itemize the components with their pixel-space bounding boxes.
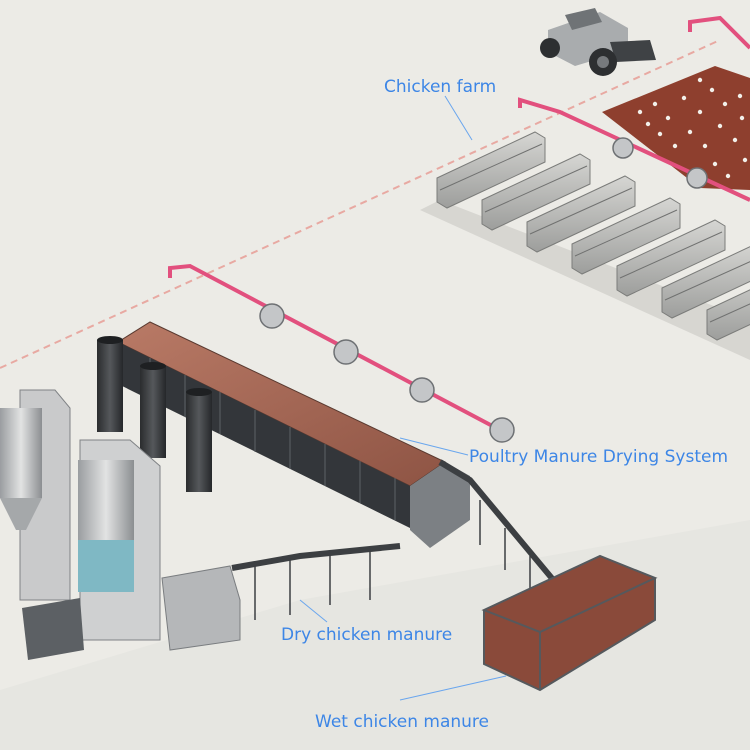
chicken-yard <box>602 66 750 190</box>
exhaust-stacks <box>97 336 212 492</box>
pipe-fans <box>259 137 708 443</box>
label-drying-system: Poultry Manure Drying System <box>469 447 728 467</box>
wet-manure-bin <box>481 554 658 692</box>
drying-bed <box>116 321 470 548</box>
label-dry-manure: Dry chicken manure <box>281 625 452 645</box>
processing-towers <box>0 389 241 660</box>
chicken-cage-rows <box>436 131 750 341</box>
farm-floor-edge <box>420 200 750 360</box>
label-wet-manure: Wet chicken manure <box>315 712 489 732</box>
leader-lines <box>299 95 507 701</box>
label-chicken-farm: Chicken farm <box>384 77 496 97</box>
tractor <box>540 8 656 76</box>
